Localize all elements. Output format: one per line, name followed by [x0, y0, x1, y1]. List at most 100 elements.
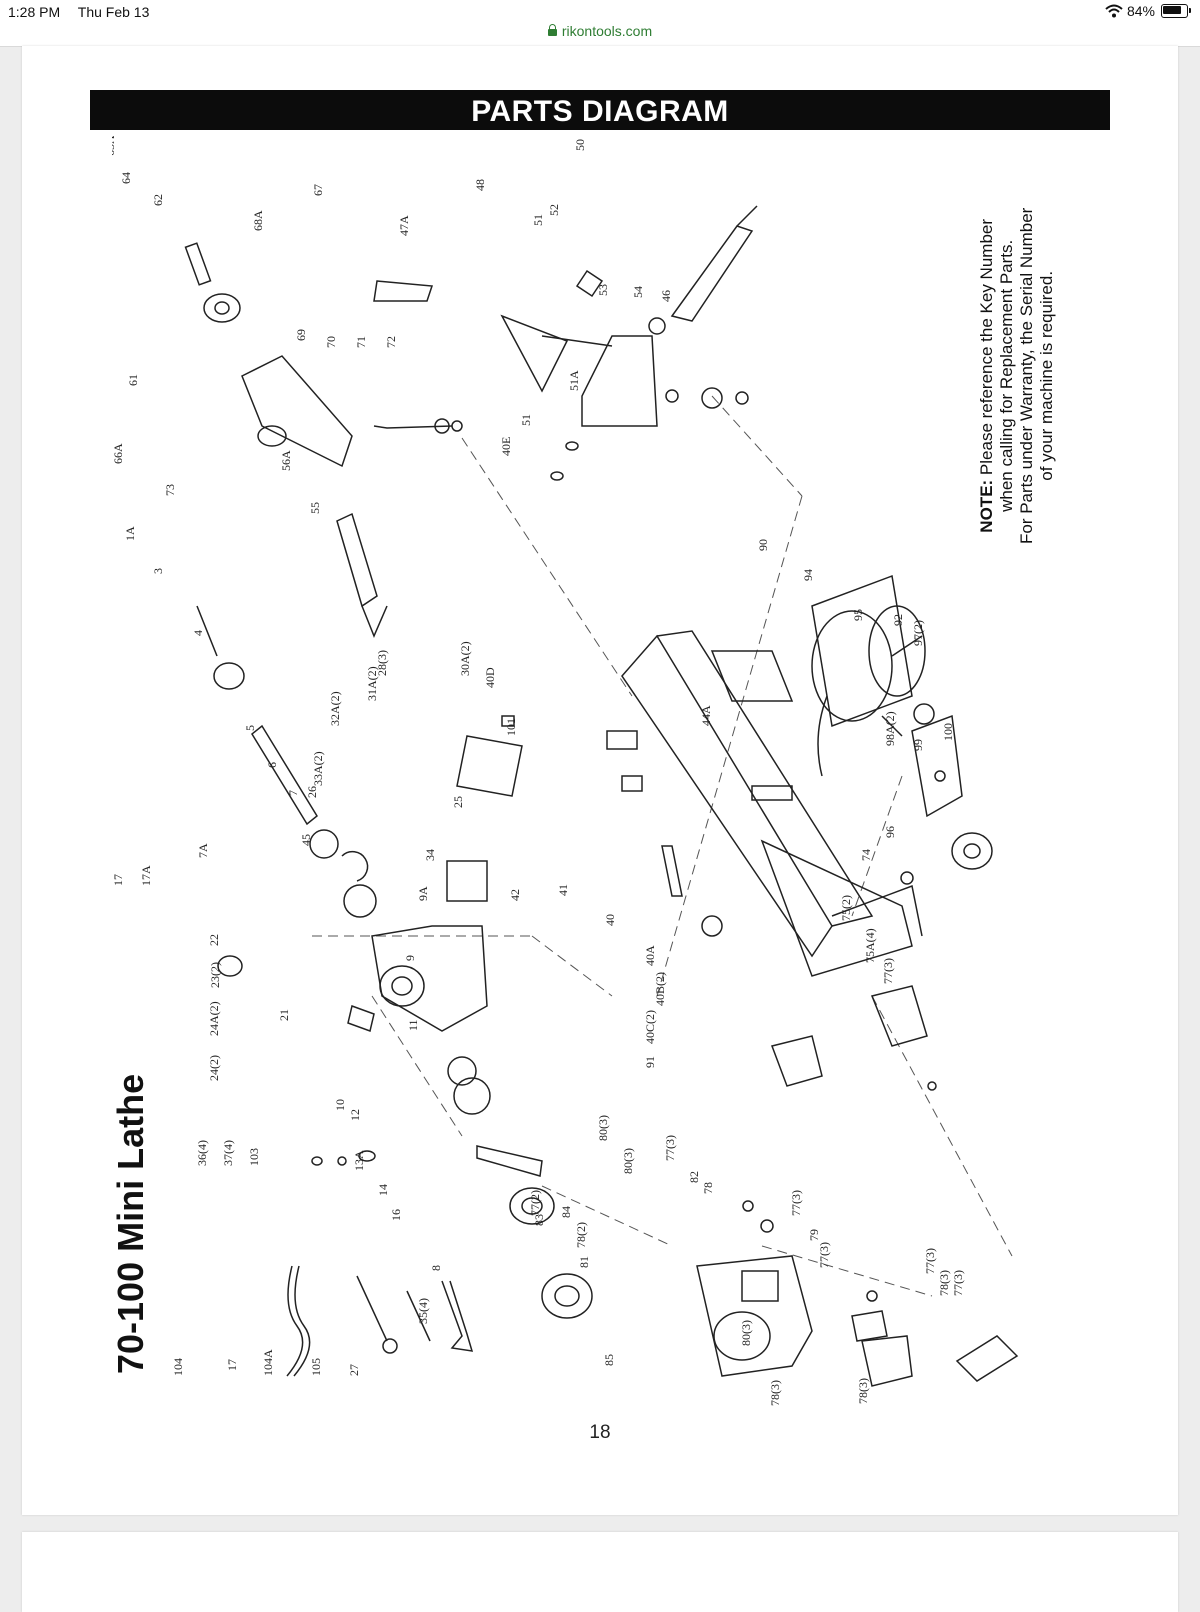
- accessories-drawing: [286, 1265, 474, 1377]
- part-callout-20: 6: [265, 762, 279, 768]
- part-callout-46: 105: [309, 1358, 323, 1376]
- tailstock-drawing: [184, 242, 463, 638]
- part-callout-109: 78(3): [937, 1270, 951, 1296]
- part-callout-26: 23(2): [208, 962, 222, 988]
- status-bar: 1:28 PM Thu Feb 13 84% rikontools.com: [0, 0, 1200, 47]
- part-callout-12: 72: [384, 336, 398, 348]
- part-callout-45: 104A: [261, 1349, 275, 1376]
- part-callout-22: 7A: [196, 843, 210, 858]
- page-number: 18: [589, 1422, 611, 1443]
- part-callout-99: 83: [532, 1214, 546, 1226]
- part-callout-21: 7: [286, 790, 300, 796]
- part-callout-18: 4: [191, 630, 205, 636]
- part-callout-68: 40D: [483, 667, 497, 688]
- part-callout-10: 70: [324, 336, 338, 348]
- part-callout-62: 53: [596, 284, 610, 296]
- part-callout-67: 40E: [499, 437, 513, 456]
- part-callout-89: 75A(4): [863, 928, 877, 963]
- part-callout-5: 68A: [251, 210, 265, 231]
- part-callout-39: 35(4): [416, 1298, 430, 1324]
- headstock-drawing: [371, 715, 523, 1032]
- part-callout-96: 84: [559, 1206, 573, 1218]
- part-callout-94: 82: [687, 1171, 701, 1183]
- parts-diagram: 6565A64626368A676166A697071727356A551A34…: [112, 136, 1019, 1406]
- part-callout-63: 54: [631, 286, 645, 298]
- part-callout-91: 80(3): [596, 1115, 610, 1141]
- part-callout-86: 96: [883, 826, 897, 838]
- part-callout-101: 85: [602, 1354, 616, 1366]
- part-callout-81: 92: [891, 614, 905, 626]
- part-callout-72: 41: [556, 884, 570, 896]
- note-line-4: of your machine is required.: [1037, 270, 1056, 481]
- part-callout-24: 17A: [139, 865, 153, 886]
- part-callout-97: 78(2): [574, 1222, 588, 1248]
- part-callout-58: 48: [473, 179, 487, 191]
- bracket-drawing: [771, 985, 937, 1091]
- cover-drawing: [696, 1200, 1019, 1387]
- address-bar[interactable]: rikontools.com: [0, 23, 1200, 39]
- part-callout-90: 77(3): [881, 958, 895, 984]
- part-callout-28: 24(2): [207, 1055, 221, 1081]
- wifi-icon: [1105, 4, 1123, 18]
- part-callout-95: 78: [701, 1182, 715, 1194]
- part-callout-100: 81: [577, 1256, 591, 1268]
- part-callout-3: 62: [151, 194, 165, 206]
- part-callout-52: 33A(2): [311, 751, 325, 786]
- part-callout-33: 11: [406, 1019, 420, 1031]
- part-callout-77: 91: [643, 1056, 657, 1068]
- part-callout-34: 12: [348, 1109, 362, 1121]
- part-callout-38: 8: [429, 1265, 443, 1271]
- part-callout-36: 14: [376, 1184, 390, 1196]
- part-callout-69: 101: [504, 718, 518, 736]
- part-callout-108: 77(3): [923, 1248, 937, 1274]
- part-callout-93: 77(3): [663, 1135, 677, 1161]
- part-callout-25: 22: [207, 934, 221, 946]
- part-callout-19: 5: [243, 725, 257, 731]
- part-callout-57: 47A: [397, 215, 411, 236]
- lathe-bed-drawing: [606, 630, 923, 977]
- part-callout-106: 78(3): [768, 1380, 782, 1406]
- part-callout-8: 66A: [112, 443, 125, 464]
- part-callout-65: 51A: [567, 370, 581, 391]
- pulley-drawing: [476, 1145, 593, 1319]
- part-callout-74: 40A: [643, 945, 657, 966]
- part-callout-47: 27: [347, 1364, 361, 1376]
- part-callout-56: 45: [299, 834, 313, 846]
- part-callout-13: 73: [163, 484, 177, 496]
- part-callout-75: 40B(2): [653, 972, 667, 1006]
- part-callout-54: 25: [451, 796, 465, 808]
- part-callout-44: 17: [225, 1359, 239, 1371]
- battery-percent: 84%: [1126, 3, 1155, 19]
- part-callout-1: 65A: [112, 136, 117, 156]
- part-callout-41: 37(4): [221, 1140, 235, 1166]
- part-callout-2: 64: [119, 172, 133, 184]
- part-callout-50: 31A(2): [365, 666, 379, 701]
- part-callout-66: 51: [519, 414, 533, 426]
- part-callout-87: 74: [859, 849, 873, 861]
- part-callout-42: 103: [247, 1148, 261, 1166]
- battery-icon: [1161, 4, 1191, 18]
- part-callout-29: 21: [277, 1009, 291, 1021]
- part-callout-9: 69: [294, 329, 308, 341]
- page-banner: PARTS DIAGRAM: [90, 90, 1110, 130]
- part-callout-49: 30A(2): [458, 641, 472, 676]
- part-callout-104: 79: [807, 1229, 821, 1241]
- part-callout-31: 9A: [416, 886, 430, 901]
- part-callout-70: 44A: [699, 705, 713, 726]
- part-callout-79: 94: [801, 569, 815, 581]
- lock-icon: [547, 24, 557, 36]
- part-callout-88: 75(2): [839, 895, 853, 921]
- status-time: 1:28 PM: [8, 4, 61, 20]
- part-callout-59: 50: [573, 139, 587, 151]
- part-callout-27: 24A(2): [207, 1001, 221, 1036]
- part-callout-30: 9: [403, 955, 417, 961]
- part-callout-40: 36(4): [195, 1140, 209, 1166]
- status-date: Thu Feb 13: [77, 4, 150, 20]
- status-time-date: 1:28 PM Thu Feb 13: [8, 4, 163, 20]
- part-callout-32: 10: [333, 1099, 347, 1111]
- status-indicators: 84%: [1105, 3, 1191, 19]
- part-callout-11: 71: [354, 336, 368, 348]
- motor-drawing: [811, 574, 993, 885]
- part-callout-83: 98A(2): [883, 711, 897, 746]
- part-callout-80: 95: [851, 609, 865, 621]
